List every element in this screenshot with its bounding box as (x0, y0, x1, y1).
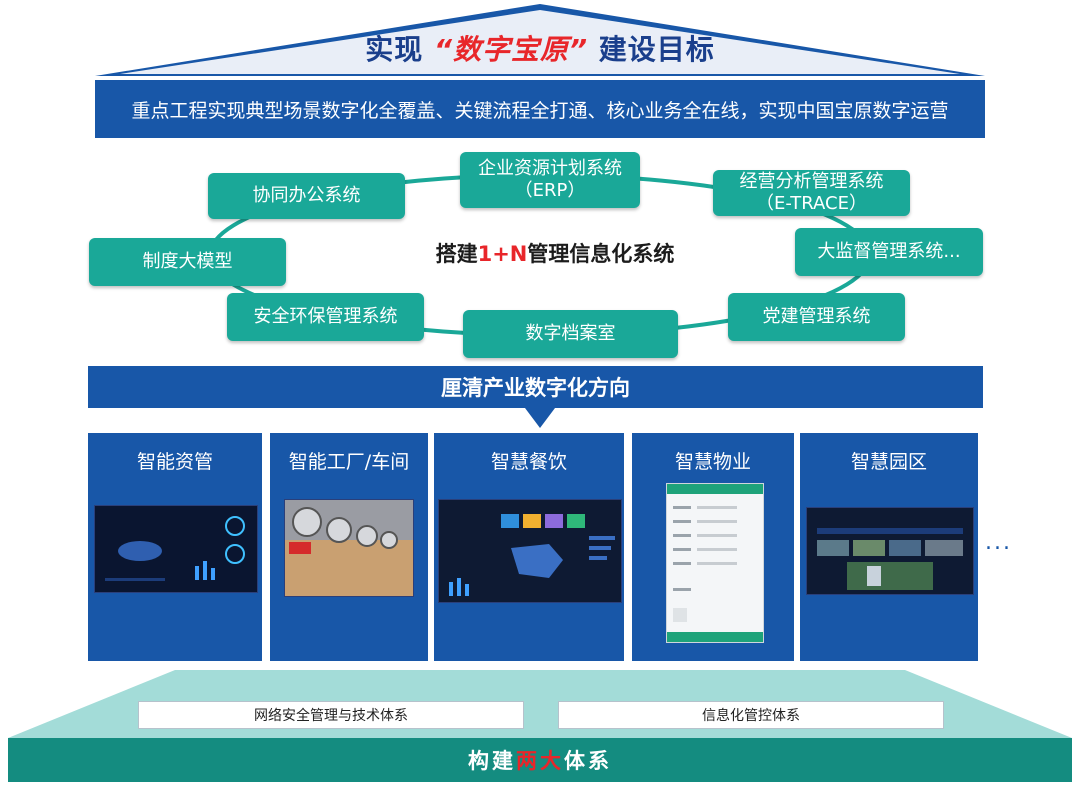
card-smart-asset: 智能资管 (88, 433, 262, 661)
network-security-label: 网络安全管理与技术体系 (138, 701, 524, 729)
mobile-app-graphic (667, 484, 763, 642)
card-smart-park: 智慧园区 (800, 433, 978, 661)
info-control-label: 信息化管控体系 (558, 701, 944, 729)
archive-box: 数字档案室 (463, 310, 678, 358)
card-title: 智慧餐饮 (490, 451, 567, 473)
card-smart-property: 智慧物业 (632, 433, 794, 661)
goal-statement: 重点工程实现典型场景数字化全覆盖、关键流程全打通、核心业务全在线，实现中国宝原数… (95, 80, 985, 138)
party-system-box: 党建管理系统 (728, 293, 905, 341)
card-smart-factory: 智能工厂/车间 (270, 433, 428, 661)
dashboard-thumbnail (94, 505, 258, 593)
erp-system-box: 企业资源计划系统 （ERP） (460, 152, 640, 208)
card-title: 智能工厂/车间 (288, 451, 410, 473)
factory-graphic (285, 500, 413, 596)
base-bar: 构建两大体系 (8, 738, 1072, 782)
down-arrow-icon (525, 408, 555, 428)
park-graphic (807, 508, 973, 594)
card-title: 智能资管 (136, 451, 213, 473)
rules-model-box: 制度大模型 (89, 238, 286, 286)
etrace-system-box: 经营分析管理系统 （E-TRACE） (713, 170, 910, 216)
system-center-label: 搭建1+N管理信息化系统 (435, 242, 675, 266)
dining-graphic (439, 500, 621, 602)
park-dashboard-thumbnail (806, 507, 974, 595)
roof-shape (95, 4, 985, 76)
safety-system-box: 安全环保管理系统 (227, 293, 424, 341)
factory-photo (284, 499, 414, 597)
office-system-box: 协同办公系统 (208, 173, 405, 219)
supervision-system-box: 大监督管理系统... (795, 228, 983, 276)
card-title: 智慧物业 (674, 451, 751, 473)
more-indicator: ... (985, 530, 1012, 555)
mobile-app-thumbnail (666, 483, 764, 643)
card-smart-dining: 智慧餐饮 (434, 433, 624, 661)
card-title: 智慧园区 (850, 451, 927, 473)
dining-dashboard-thumbnail (438, 499, 622, 603)
dashboard-graphic (95, 506, 257, 592)
goal-title: 实现 “数字宝原” 建设目标 (365, 33, 715, 66)
